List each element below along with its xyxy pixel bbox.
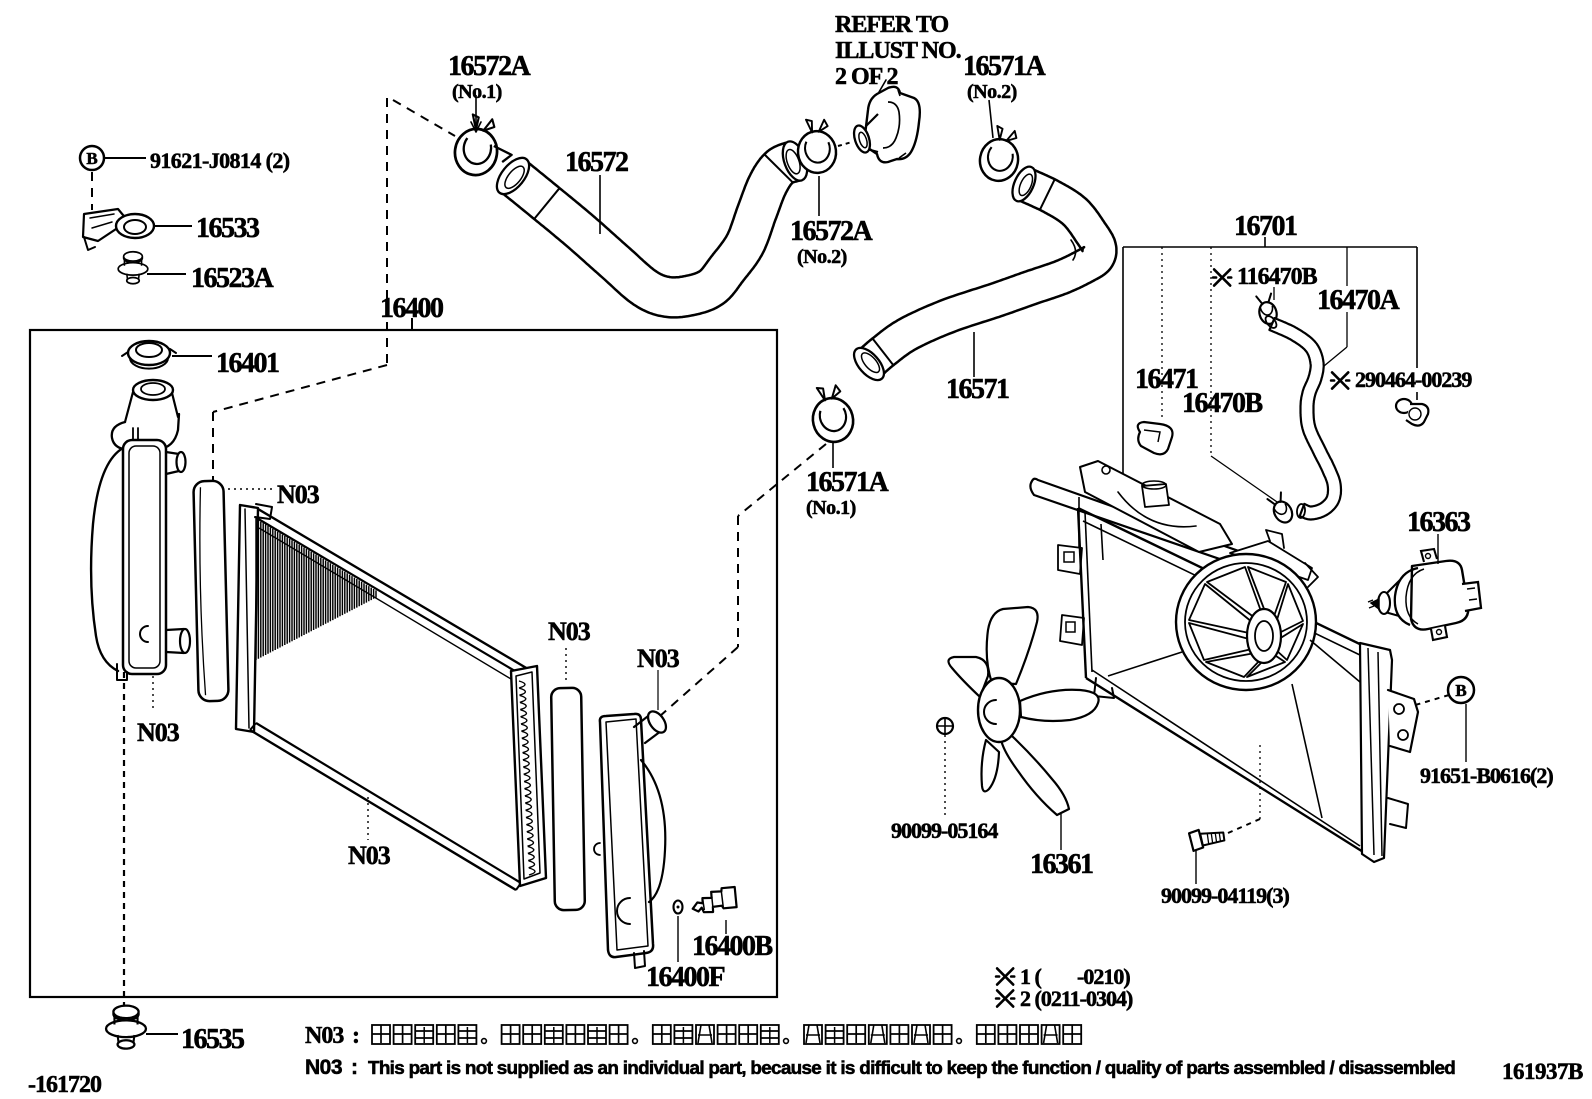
svg-text::: :	[352, 1023, 360, 1049]
svg-text:16523A: 16523A	[191, 263, 275, 294]
svg-text:REFER TO: REFER TO	[835, 12, 948, 38]
svg-text:16571: 16571	[946, 374, 1009, 405]
svg-text:16533: 16533	[196, 213, 260, 244]
svg-text:16572: 16572	[565, 147, 628, 178]
svg-text:16572A: 16572A	[448, 51, 532, 82]
svg-text:N03: N03	[548, 617, 591, 646]
svg-text:16363: 16363	[1407, 507, 1471, 538]
svg-text:N03: N03	[637, 644, 680, 673]
svg-text:B: B	[86, 149, 97, 168]
svg-text:16470B: 16470B	[1182, 388, 1263, 419]
svg-text:16571A: 16571A	[806, 467, 890, 498]
svg-text:16701: 16701	[1234, 211, 1297, 242]
svg-text:90099-04119(3): 90099-04119(3)	[1161, 883, 1289, 908]
svg-text:B: B	[1455, 681, 1466, 700]
svg-text:290464-00239: 290464-00239	[1355, 367, 1472, 392]
svg-text:(No.1): (No.1)	[806, 497, 856, 519]
svg-text:(No.2): (No.2)	[967, 81, 1017, 103]
svg-text:91651-B0616(2): 91651-B0616(2)	[1420, 763, 1553, 788]
svg-text:16535: 16535	[181, 1024, 244, 1055]
svg-text:91621-J0814 (2): 91621-J0814 (2)	[150, 148, 290, 173]
svg-text:(No.2): (No.2)	[797, 246, 847, 268]
svg-text:-0210): -0210)	[1077, 964, 1130, 989]
svg-text:N03: N03	[137, 718, 180, 747]
svg-text:N03: N03	[305, 1023, 344, 1049]
svg-text:16401: 16401	[216, 348, 279, 379]
svg-text:16571A: 16571A	[963, 51, 1047, 82]
svg-text:N03: N03	[305, 1056, 342, 1079]
svg-text:16400: 16400	[380, 293, 443, 324]
svg-text:N03: N03	[277, 480, 320, 509]
svg-text:90099-05164: 90099-05164	[891, 818, 998, 843]
svg-text:16470A: 16470A	[1317, 285, 1401, 316]
svg-text:ILLUST NO.: ILLUST NO.	[835, 38, 961, 64]
svg-text:16572A: 16572A	[790, 216, 874, 247]
svg-text:16400B: 16400B	[692, 931, 773, 962]
svg-text:-161720: -161720	[28, 1072, 102, 1098]
svg-text:2 (0211-0304): 2 (0211-0304)	[1020, 986, 1133, 1011]
svg-text:16400F: 16400F	[646, 962, 725, 993]
svg-text:16361: 16361	[1030, 849, 1093, 880]
svg-text:1 (: 1 (	[1020, 964, 1042, 989]
svg-text:16471: 16471	[1135, 364, 1198, 395]
svg-text:116470B: 116470B	[1237, 264, 1318, 290]
svg-text:N03: N03	[348, 841, 391, 870]
svg-text:161937B: 161937B	[1502, 1059, 1583, 1084]
svg-text:2 OF 2: 2 OF 2	[835, 64, 897, 90]
svg-text:This part is not supplied as a: This part is not supplied as an individu…	[368, 1058, 1455, 1079]
svg-text:(No.1): (No.1)	[452, 81, 502, 103]
svg-text::: :	[351, 1056, 358, 1079]
